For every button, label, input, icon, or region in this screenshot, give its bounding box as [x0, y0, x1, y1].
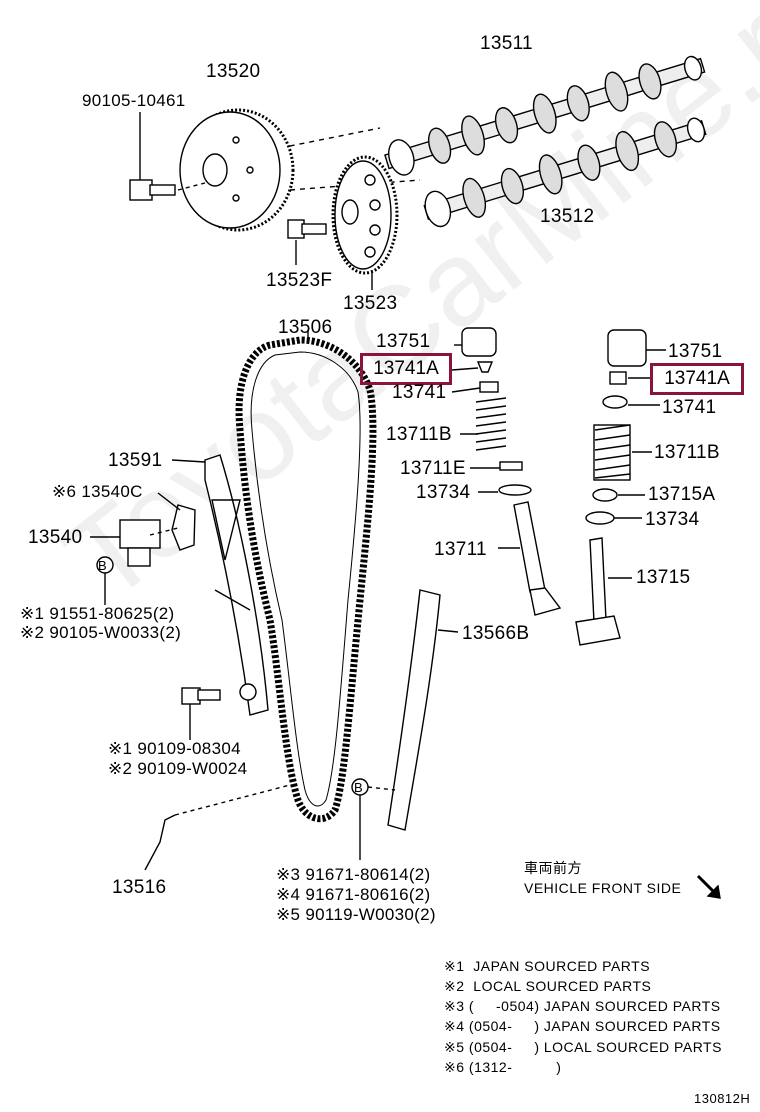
label-tensioner: 13540 — [28, 527, 83, 548]
front-arrow — [696, 874, 721, 899]
note-1: ※1 JAPAN SOURCED PARTS — [444, 958, 651, 974]
note-5: ※5 (0504- ) LOCAL SOURCED PARTS — [444, 1039, 722, 1055]
label-camshaft-intake: 13511 — [480, 33, 533, 54]
front-side-jp: 車両前方 — [524, 860, 582, 876]
callout-b-right: B — [354, 780, 363, 795]
label-valve-left: 13711 — [434, 539, 487, 560]
label-seat-right: 13715A — [648, 484, 716, 505]
label-chain: 13506 — [278, 317, 333, 338]
label-seal-left: 13734 — [416, 482, 471, 503]
label-keeper-right: 13741A — [664, 368, 730, 389]
label-cam-timing-gear: 13520 — [206, 61, 261, 82]
label-lifter-left: 13751 — [376, 331, 431, 352]
label-guide-bolt-3: ※3 91671-80614(2) — [276, 865, 431, 884]
label-seat-left: 13711E — [400, 458, 466, 479]
valve-stack-left — [451, 327, 562, 616]
slipper-bolt — [181, 687, 221, 740]
label-guide-bolt-4: ※4 91671-80616(2) — [276, 885, 431, 904]
callout-b-left: B — [98, 558, 107, 573]
label-tensioner-slipper: 13591 — [108, 450, 163, 471]
highlight-keeper-left: 13741A — [360, 353, 452, 385]
label-retainer-left: 13741 — [392, 382, 447, 403]
label-camshaft-exhaust: 13512 — [540, 206, 595, 227]
label-spring-left: 13711B — [386, 424, 452, 445]
oil-nozzle — [144, 814, 176, 871]
note-3: ※3 ( -0504) JAPAN SOURCED PARTS — [444, 998, 721, 1014]
highlight-keeper-right: 13741A — [650, 363, 744, 395]
drawing-id: 130812H — [694, 1091, 751, 1106]
label-spring-right: 13711B — [654, 442, 720, 463]
label-keeper-left: 13741A — [373, 358, 439, 379]
label-sprocket-bolt: 13523F — [266, 270, 333, 291]
label-slipper-bolt-1: ※1 90109-08304 — [108, 739, 241, 758]
timing-chain — [235, 336, 377, 823]
label-bolt-gear: 90105-10461 — [82, 91, 186, 110]
label-tensioner-bracket: ※6 13540C — [52, 482, 143, 501]
sprocket-bolt — [287, 219, 327, 265]
camshaft-intake — [384, 55, 706, 176]
chain-guide — [387, 589, 441, 831]
label-lifter-right: 13751 — [668, 341, 723, 362]
label-tensioner-bolt-2: ※2 90105-W0033(2) — [20, 623, 182, 642]
label-oil-nozzle: 13516 — [112, 877, 167, 898]
label-sprocket: 13523 — [343, 293, 398, 314]
note-4: ※4 (0504- ) JAPAN SOURCED PARTS — [444, 1018, 721, 1034]
label-retainer-right: 13741 — [662, 397, 717, 418]
label-tensioner-bolt-1: ※1 91551-80625(2) — [20, 604, 175, 623]
tensioner-bracket — [171, 504, 196, 551]
label-guide-bolt-5: ※5 90119-W0030(2) — [276, 905, 436, 924]
sprocket — [331, 155, 399, 290]
label-guide: 13566B — [462, 623, 530, 644]
camshaft-exhaust — [423, 117, 707, 228]
note-6: ※6 (1312- ) — [444, 1059, 562, 1075]
label-valve-right: 13715 — [636, 567, 691, 588]
tensioner-body — [90, 519, 179, 567]
bolt-gear — [129, 112, 206, 201]
front-side-en: VEHICLE FRONT SIDE — [524, 880, 682, 896]
cam-timing-gear — [179, 108, 295, 232]
label-slipper-bolt-2: ※2 90109-W0024 — [108, 759, 248, 778]
label-seal-right: 13734 — [645, 509, 700, 530]
note-2: ※2 LOCAL SOURCED PARTS — [444, 978, 652, 994]
valve-stack-right — [575, 329, 666, 646]
